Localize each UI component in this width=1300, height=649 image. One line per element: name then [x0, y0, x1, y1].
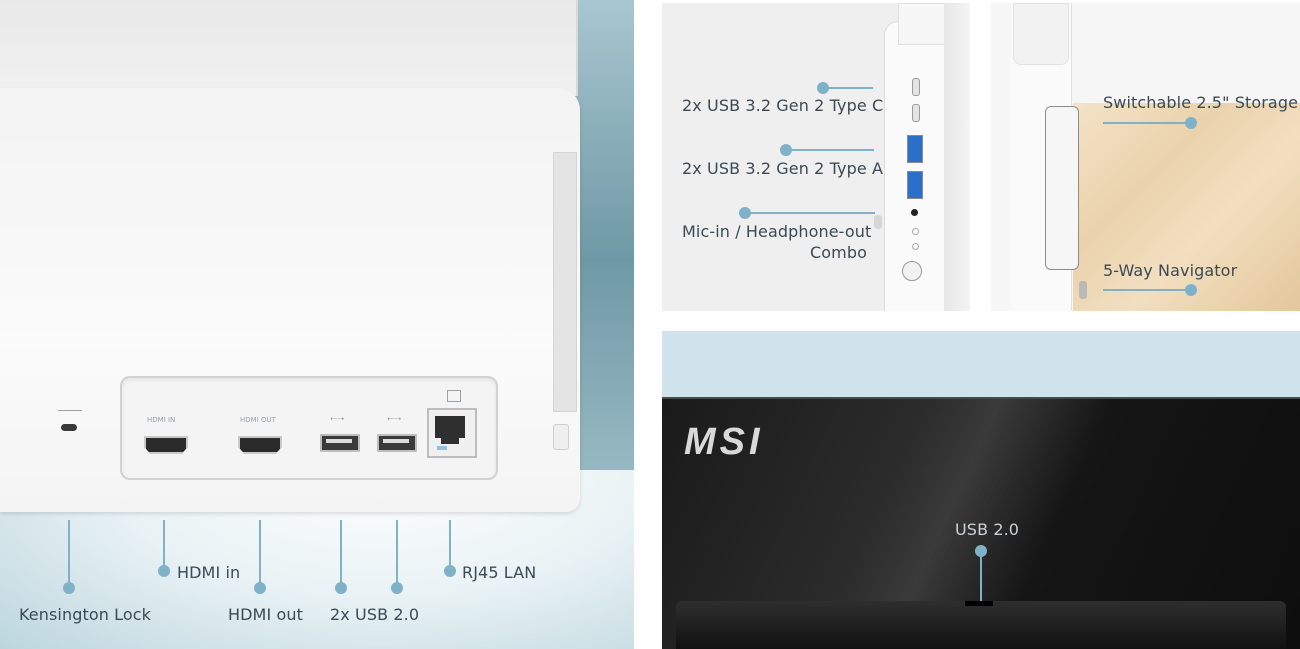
hdmi-out-line [259, 520, 261, 586]
hdmi-in-label: HDMI in [177, 563, 241, 582]
power-button [902, 261, 922, 281]
side-button [553, 424, 569, 450]
usb-a-label: 2x USB 3.2 Gen 2 Type A [682, 159, 884, 178]
usb-dot-1 [335, 582, 347, 594]
hdmi-in-line [163, 520, 165, 568]
usb-dot-2 [391, 582, 403, 594]
audio-jack [911, 209, 918, 216]
side-io-panel: 2x USB 3.2 Gen 2 Type C 2x USB 3.2 Gen 2… [662, 3, 970, 311]
usb20-label: 2x USB 2.0 [330, 605, 420, 624]
hdmi-out-port-label: HDMI OUT [240, 416, 276, 424]
kensington-dot [63, 582, 75, 594]
side-knob [874, 215, 882, 229]
storage-line [1103, 122, 1191, 124]
usb-c-line [823, 87, 873, 89]
kensington-slot [61, 424, 77, 431]
side-slot [553, 152, 577, 412]
monitor-top [0, 0, 578, 96]
front-usb-line [980, 553, 982, 601]
rj45-dot [444, 565, 456, 577]
storage-dot [1185, 117, 1197, 129]
usb-icon: ⭠⭢ [330, 414, 345, 424]
audio-line [745, 212, 875, 214]
msi-logo: MSI [684, 421, 764, 463]
navigator-line [1103, 289, 1191, 291]
hdmi-out-label: HDMI out [228, 605, 303, 624]
front-usb-dot [975, 545, 987, 557]
rj45-label: RJ45 LAN [462, 563, 537, 582]
hdmi-out-dot [254, 582, 266, 594]
kensington-line [68, 520, 70, 586]
front-lower-edge [676, 601, 1286, 649]
rj45-port [427, 408, 477, 458]
back-stand-top [1013, 3, 1069, 65]
audio-label-line2: Combo [810, 243, 867, 262]
usb20-port [320, 434, 360, 452]
usb-line-2 [396, 520, 398, 586]
navigator-knob [1079, 281, 1087, 299]
front-usb-panel: MSI USB 2.0 [662, 331, 1300, 649]
side-edge [944, 3, 970, 311]
usb-a-port [907, 171, 923, 199]
indicator-light [912, 228, 919, 235]
hdmi-in-dot [158, 565, 170, 577]
hdmi-in-port-label: HDMI IN [147, 416, 176, 424]
front-usb-slot [965, 601, 993, 606]
indicator-light [912, 243, 919, 250]
lan-icon [447, 390, 461, 402]
usb-icon: ⭠⭢ [387, 414, 402, 424]
usb-c-label: 2x USB 3.2 Gen 2 Type C [682, 96, 884, 115]
usb-a-line [786, 149, 874, 151]
hdmi-in-port [144, 436, 188, 454]
hdmi-out-port [238, 436, 282, 454]
usb-line-1 [340, 520, 342, 586]
front-usb-label: USB 2.0 [955, 520, 1020, 539]
usb-c-port [912, 104, 920, 122]
kensington-icon [58, 410, 82, 417]
audio-label-line1: Mic-in / Headphone-out [682, 222, 872, 241]
usb-a-port [907, 135, 923, 163]
back-storage-panel: Switchable 2.5" Storage 5-Way Navigator [991, 3, 1300, 311]
usb20-port [377, 434, 417, 452]
storage-bay [1045, 106, 1079, 270]
rear-io-panel: HDMI IN HDMI OUT ⭠⭢ ⭠⭢ Kensington Lock H… [0, 0, 634, 649]
side-stand [898, 3, 952, 45]
navigator-label: 5-Way Navigator [1103, 261, 1238, 280]
wood-background [1073, 103, 1300, 311]
rj45-line [449, 520, 451, 568]
usb-c-port [912, 78, 920, 96]
kensington-label: Kensington Lock [19, 605, 152, 624]
navigator-dot [1185, 284, 1197, 296]
storage-label: Switchable 2.5" Storage [1103, 93, 1299, 112]
